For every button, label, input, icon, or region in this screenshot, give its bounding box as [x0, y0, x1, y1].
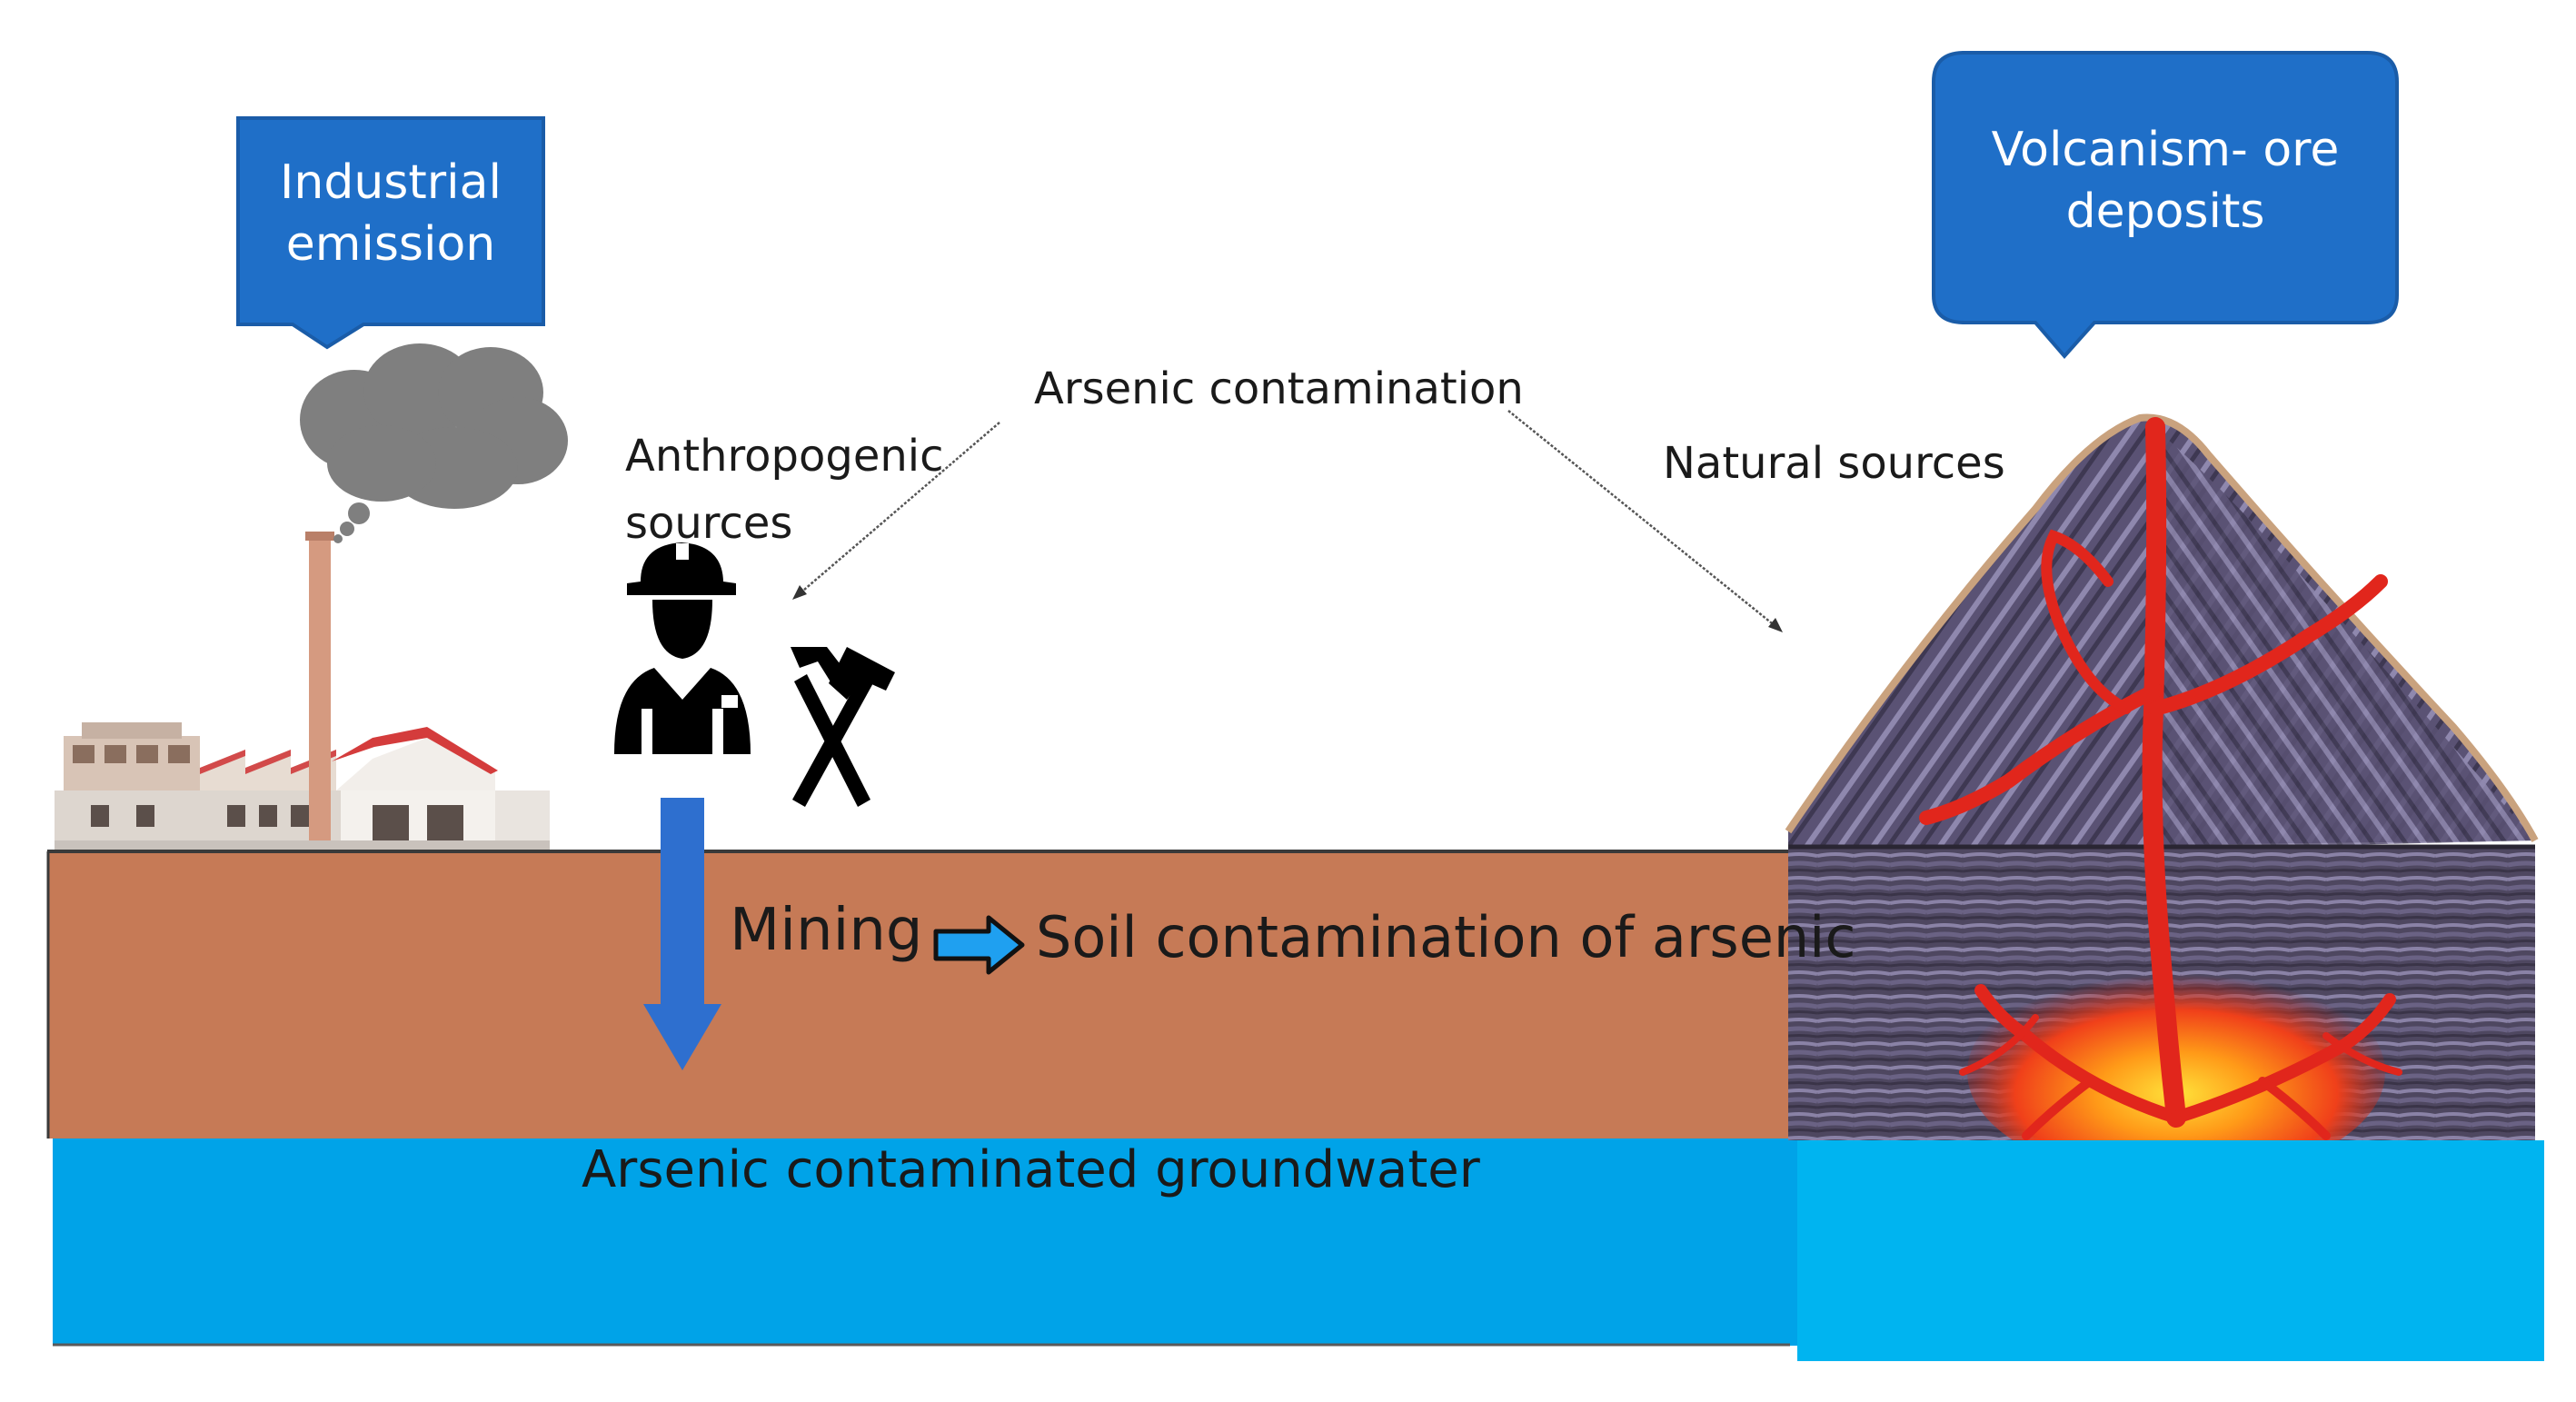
arrow-right-icon — [933, 915, 1025, 975]
industrial-line2: emission — [285, 216, 496, 272]
factory-icon — [55, 532, 550, 850]
anthropogenic-pointer-arrow — [792, 422, 1000, 600]
smoke-cloud-icon — [300, 343, 568, 543]
mining-label: Mining — [730, 897, 923, 964]
miner-icon — [614, 542, 751, 754]
natural-pointer-arrow — [1507, 410, 1783, 632]
soil-contamination-label: Soil contamination of arsenic — [1036, 904, 1856, 970]
anthropogenic-sources-label: Anthropogenic sources — [625, 423, 944, 558]
volcanism-line1: Volcanism- ore — [1991, 123, 2340, 177]
anthropogenic-line1: Anthropogenic — [625, 431, 944, 482]
arsenic-contamination-label: Arsenic contamination — [1034, 363, 1524, 414]
anthropogenic-line2: sources — [625, 498, 793, 550]
volcanism-callout — [1932, 51, 2399, 360]
volcano-icon — [1785, 413, 2539, 1181]
volcanism-label: Volcanism- ore deposits — [1934, 120, 2397, 243]
soil-layer — [47, 850, 1796, 1139]
groundwater-label: Arsenic contaminated groundwater — [582, 1140, 1480, 1199]
crossed-hammers-icon — [791, 647, 895, 807]
volcano-groundwater-layer — [1797, 1140, 2544, 1361]
arrow-down-icon — [643, 798, 721, 1070]
industrial-emission-callout — [236, 116, 545, 350]
natural-sources-label: Natural sources — [1663, 438, 2005, 489]
industrial-line1: Industrial — [280, 155, 502, 210]
industrial-emission-label: Industrial emission — [238, 153, 543, 275]
volcanism-line2: deposits — [2065, 184, 2265, 239]
groundwater-layer — [53, 1139, 1797, 1346]
